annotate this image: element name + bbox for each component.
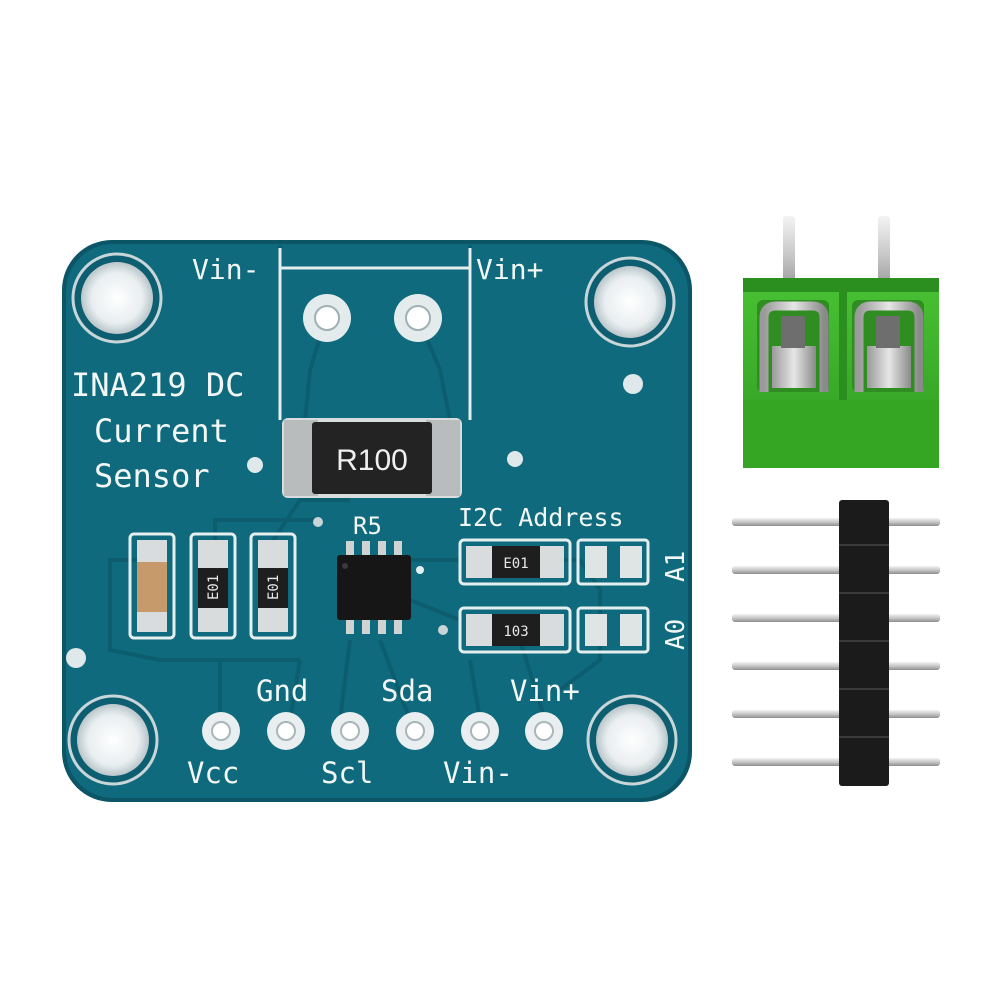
pin-hole-scl	[331, 712, 369, 750]
pin-label-gnd: Gnd	[256, 674, 308, 708]
mounting-hole-bottom-right	[586, 694, 678, 786]
label-a1: A1	[661, 551, 691, 582]
mounting-hole-top-left	[71, 252, 163, 344]
via	[247, 457, 263, 473]
mounting-hole-bottom-left	[67, 694, 159, 786]
header-pin	[732, 758, 940, 766]
pin-label-scl: Scl	[321, 756, 373, 790]
pin-label-vcc: Vcc	[187, 756, 239, 790]
mounting-hole-top-right	[584, 256, 676, 348]
header-plastic-body	[839, 500, 889, 786]
pin-hole-vin-minus	[461, 712, 499, 750]
address-resistor-0: 103	[458, 606, 572, 654]
capacitor	[128, 532, 176, 640]
pin-label-sda: Sda	[381, 674, 433, 708]
resistor-code: 103	[503, 624, 528, 640]
resistor-code: E01	[206, 575, 222, 600]
header-pin	[732, 662, 940, 670]
terminal-silkscreen	[278, 248, 472, 420]
label-i2c-address: I2C Address	[458, 503, 624, 532]
pin-label-vin-plus: Vin+	[510, 674, 580, 708]
resistor-code: E01	[503, 556, 528, 572]
pin-hole-vcc	[202, 712, 240, 750]
resistor-code: E01	[266, 575, 282, 600]
terminal-clamp-left	[757, 300, 829, 392]
via	[507, 451, 523, 467]
ina219-board: Vin- Vin+ INA219 DC Current Sensor R100 …	[62, 240, 692, 802]
screw-terminal-block	[743, 216, 939, 468]
shunt-marking: R100	[336, 444, 408, 477]
pin-hole-sda	[396, 712, 434, 750]
address-resistor-1: E01	[458, 538, 572, 586]
terminal-pin	[783, 216, 795, 296]
terminal-pad-right	[394, 294, 442, 342]
resistor-left: E01	[189, 532, 237, 640]
label-a0: A0	[661, 619, 691, 650]
terminal-pad-left	[303, 294, 351, 342]
shunt-resistor: R100	[282, 418, 462, 498]
terminal-pin	[878, 216, 890, 296]
label-r5: R5	[353, 512, 382, 540]
label-vin-minus-top: Vin-	[192, 253, 259, 286]
board-title-line3: Sensor	[94, 457, 210, 495]
header-pin	[732, 518, 940, 526]
solder-jumper-a0	[576, 606, 650, 654]
board-title-line1: INA219 DC	[71, 366, 244, 404]
pin-label-vin-minus: Vin-	[443, 756, 513, 790]
ina219-chip	[337, 541, 424, 634]
board-title-line2: Current	[94, 412, 229, 450]
via	[623, 374, 643, 394]
terminal-clamp-right	[852, 300, 924, 392]
male-pin-header	[732, 500, 940, 786]
label-vin-plus-top: Vin+	[476, 253, 543, 286]
via	[66, 648, 86, 668]
solder-jumper-a1	[576, 538, 650, 586]
header-pin	[732, 614, 940, 622]
header-pin	[732, 566, 940, 574]
pin-hole-gnd	[267, 712, 305, 750]
via	[438, 625, 448, 635]
header-pin	[732, 710, 940, 718]
resistor-middle: E01	[249, 532, 297, 640]
pin-hole-vin-plus	[525, 712, 563, 750]
via	[313, 517, 323, 527]
